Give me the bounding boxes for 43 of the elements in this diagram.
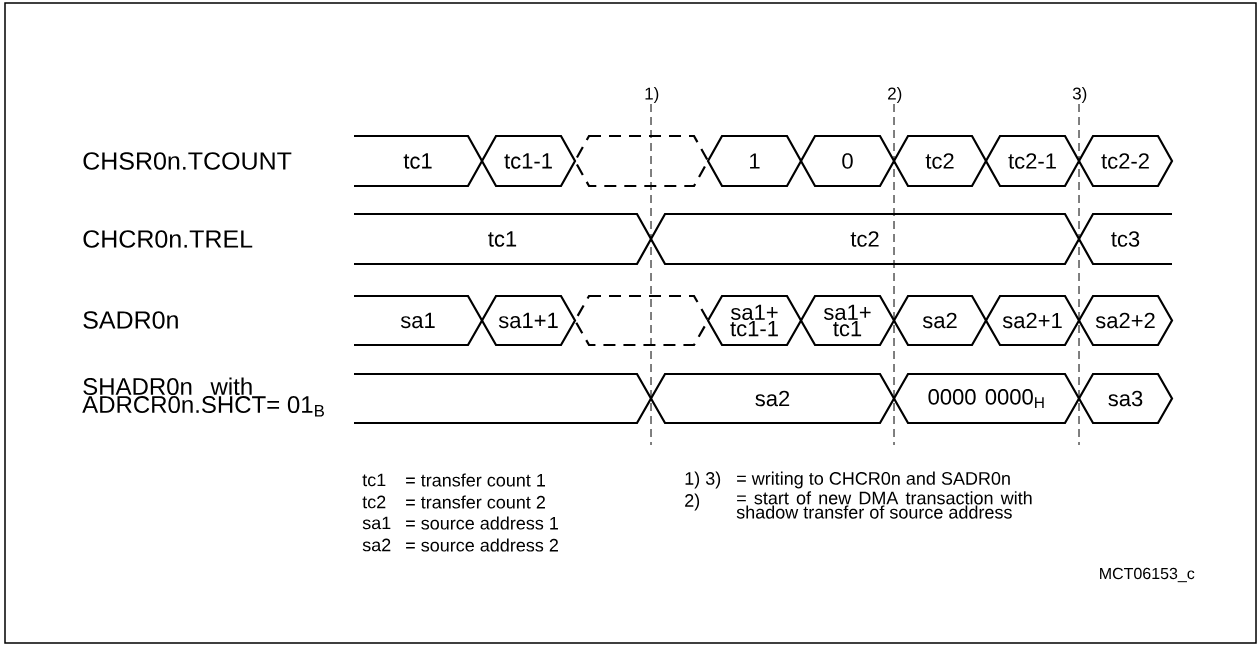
bus-segment: 0 bbox=[799, 134, 896, 188]
note-text: = writing to CHCR0n and SADR0n bbox=[737, 471, 1010, 489]
bus-segment: sa1+1 bbox=[480, 294, 577, 347]
note-text: sa2 bbox=[362, 538, 391, 552]
bus-segment: sa1+ tc1-1 bbox=[706, 294, 803, 347]
bus-segment: tc2 bbox=[892, 134, 988, 188]
bus-segment bbox=[354, 372, 653, 425]
bus-segment: tc3 bbox=[1077, 212, 1172, 266]
bus-segment: sa3 bbox=[1077, 372, 1174, 425]
note-text: tc2 bbox=[362, 495, 386, 509]
signal-name: SHADR0n with ADRCR0n.SHCT= 01$_{B}$ bbox=[82, 377, 324, 417]
note-text: = transfer count 2 bbox=[406, 495, 545, 509]
signal-name: CHSR0n.TCOUNT bbox=[83, 152, 292, 170]
note-text: = source address 2 bbox=[406, 538, 558, 552]
note-text: 2) bbox=[685, 493, 700, 511]
bus-segment: tc2-1 bbox=[984, 134, 1081, 188]
bus-segment: 0000 0000$_{H}$ bbox=[892, 372, 1081, 425]
bus-segment: tc2-2 bbox=[1077, 134, 1174, 188]
bus-segment: sa2 bbox=[892, 294, 988, 347]
bus-segment: sa1+ tc1 bbox=[799, 294, 896, 347]
undefined-bus-segment bbox=[573, 134, 710, 188]
signal-name: CHCR0n.TREL bbox=[83, 230, 253, 248]
note-text: 1) 3) bbox=[685, 471, 721, 489]
marker-number: 1) bbox=[645, 87, 659, 103]
bus-segment: sa1 bbox=[354, 294, 484, 347]
bus-segment: tc1 bbox=[354, 212, 653, 266]
note-text: = source address 1 bbox=[406, 516, 558, 530]
marker-number: 3) bbox=[1072, 87, 1087, 103]
undefined-bus-segment bbox=[573, 294, 710, 347]
marker-number: 2) bbox=[888, 87, 902, 103]
bus-segment: 1 bbox=[706, 134, 803, 188]
bus-segment: tc2 bbox=[649, 212, 1081, 266]
note-text: = transfer count 1 bbox=[406, 473, 545, 487]
signal-name: SADR0n bbox=[83, 311, 178, 329]
bus-segment: sa2+1 bbox=[984, 294, 1081, 347]
figure-id: MCT06153_c bbox=[1100, 567, 1195, 583]
note-text: sa1 bbox=[362, 516, 391, 530]
note-text: tc1 bbox=[362, 473, 386, 487]
bus-segment: tc1 bbox=[354, 134, 484, 188]
note-text: = start of new DMA transaction with shadow transfer of source address bbox=[736, 491, 1032, 519]
bus-segment: sa2+2 bbox=[1077, 294, 1174, 347]
bus-segment: tc1-1 bbox=[480, 134, 577, 188]
bus-segment: sa2 bbox=[649, 372, 896, 425]
